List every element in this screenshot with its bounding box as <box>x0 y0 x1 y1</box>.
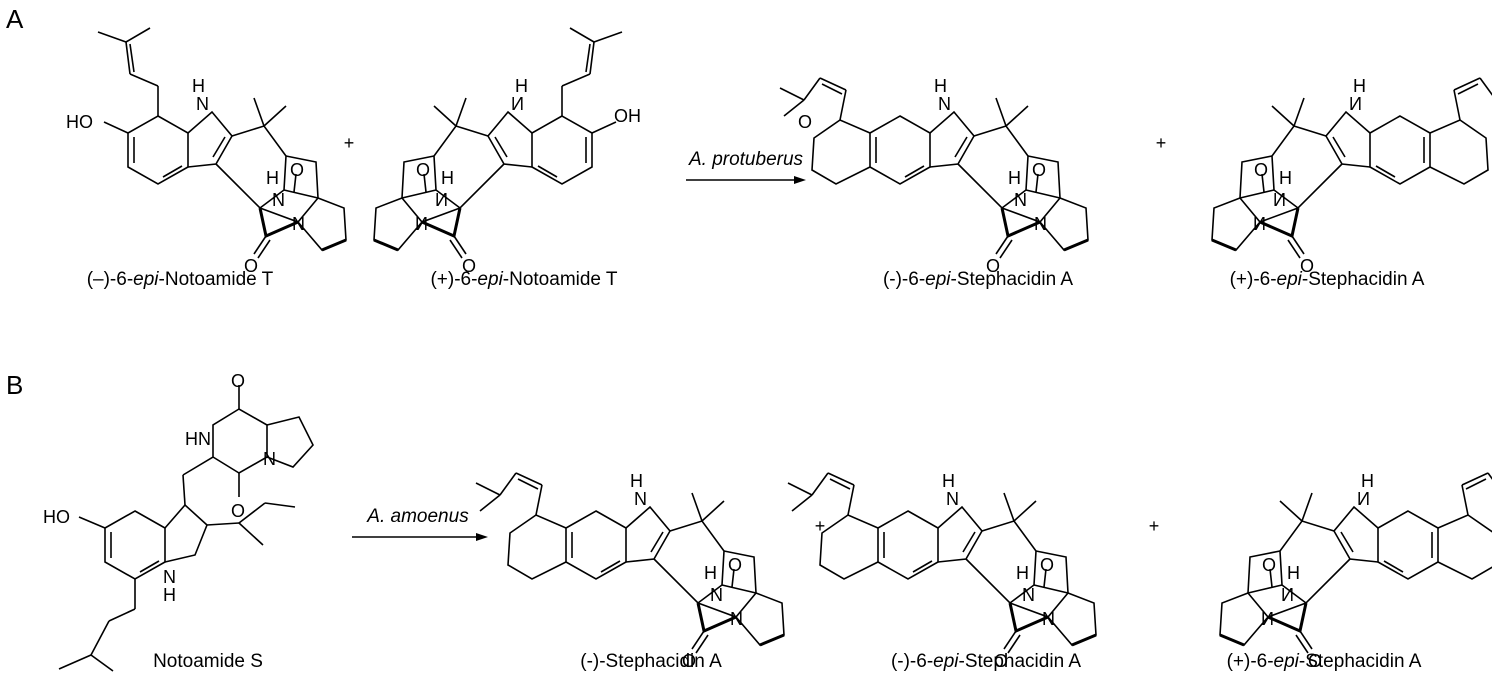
reaction-arrow-a <box>686 176 806 184</box>
compound-name-pos-6-epi-notoamide-t: (+)-6-epi-Notoamide T <box>430 269 618 290</box>
hydroxyl-label: HO <box>66 112 93 132</box>
structure-neg-stephacidin-a <box>475 469 786 673</box>
panel-b-label: B <box>6 370 24 400</box>
plus-sign: + <box>1148 516 1160 536</box>
notoamide-s-o-bottom: O <box>231 501 245 521</box>
compound-name-notoamide-s: Notoamide S <box>153 651 263 672</box>
structure-pos-6-epi-stephacidin-a-top <box>1210 74 1492 278</box>
reaction-arrow-b <box>352 533 488 541</box>
plus-sign: + <box>343 133 355 153</box>
compound-name-neg-6-epi-stephacidin-a: (-)-6-epi-Stephacidin A <box>882 269 1074 290</box>
structure-pos-6-epi-stephacidin-a-bottom <box>1218 469 1492 673</box>
notoamide-s-hn: HN <box>185 429 211 449</box>
reagent-label-b: A. amoenus <box>367 506 469 527</box>
pyran-o-label: O <box>798 112 812 132</box>
panel-a-label: A <box>6 4 24 34</box>
notoamide-s-n-ring: N <box>263 449 276 469</box>
compound-name-pos-6-epi-stephacidin-a: (+)-6-epi-Stephacidin A <box>1229 269 1425 290</box>
compound-name-neg-6-epi-stephacidin-a: (-)-6-epi-Stephacidin A <box>890 651 1082 672</box>
reagent-label-a: A. protuberus <box>688 149 804 170</box>
notoamide-s-hydroxyl: HO <box>43 507 70 527</box>
plus-sign: + <box>814 516 826 536</box>
structure-pos-6-epi-notoamide-t <box>372 27 623 278</box>
structure-neg-6-epi-notoamide-t: HO <box>66 27 348 278</box>
structure-notoamide-s: HO N H HN O O N <box>43 371 314 672</box>
compound-name-pos-6-epi-stephacidin-a: (+)-6-epi-Stephacidin A <box>1226 651 1422 672</box>
compound-name-neg-stephacidin-a: (-)-Stephacidin A <box>580 651 722 672</box>
hydroxyl-right-label: OH <box>614 106 641 126</box>
notoamide-s-o-top: O <box>231 371 245 391</box>
structure-neg-6-epi-stephacidin-a-bottom <box>787 469 1098 673</box>
structure-neg-6-epi-stephacidin-a-top: O <box>779 74 1090 278</box>
notoamide-s-h: H <box>163 585 176 605</box>
plus-sign: + <box>1155 133 1167 153</box>
compound-name-neg-6-epi-notoamide-t: (–)-6-epi-Notoamide T <box>86 269 274 290</box>
notoamide-s-n: N <box>163 567 176 587</box>
